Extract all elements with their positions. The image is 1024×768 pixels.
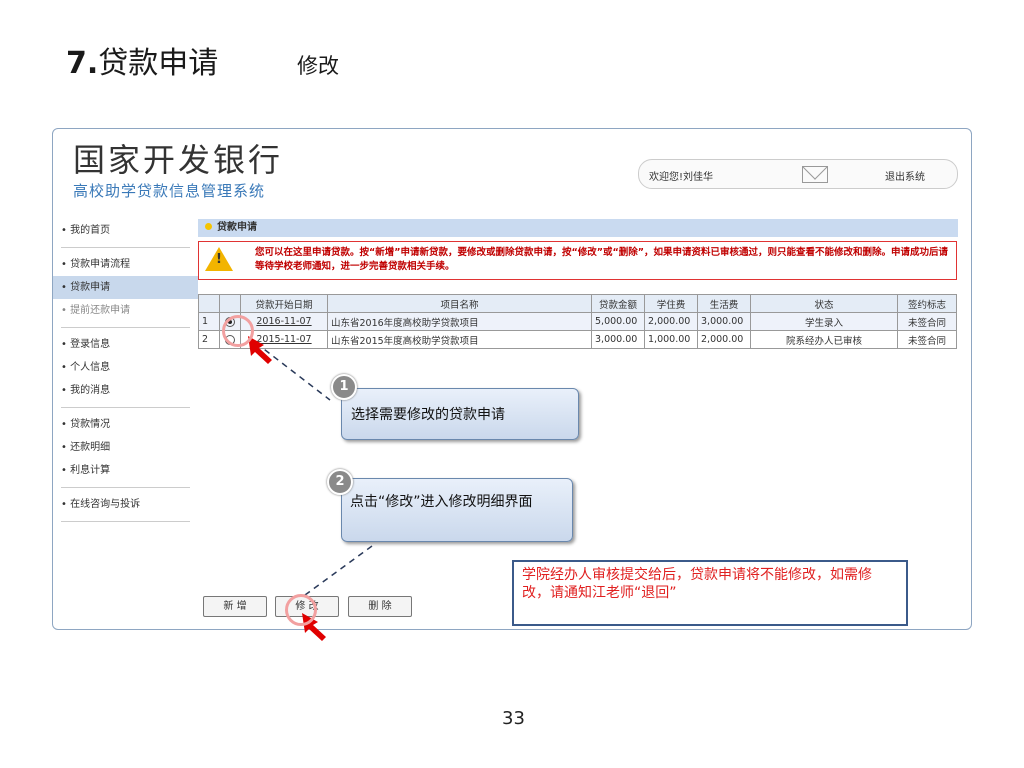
sidebar-divider: [61, 247, 190, 248]
sidebar: 我的首页 贷款申请流程 贷款申请 提前还款申请 登录信息 个人信息 我的消息 贷…: [53, 219, 198, 527]
sidebar-item-personal-info[interactable]: 个人信息: [53, 356, 198, 379]
column-header: [198, 294, 220, 313]
step1-callout: 选择需要修改的贷款申请: [341, 388, 579, 440]
notice-box: ! 您可以在这里申请贷款。按“新增”申请新贷款，要修改或删除贷款申请，按“修改”…: [198, 241, 957, 280]
sidebar-divider: [61, 407, 190, 408]
column-header: 状态: [750, 294, 898, 313]
dashed-connector: [255, 342, 331, 401]
dashed-connector: [304, 545, 373, 596]
column-header: 生活费: [697, 294, 751, 313]
sidebar-item-loan-process[interactable]: 贷款申请流程: [53, 253, 198, 276]
project-name: 山东省2015年度高校助学贷款项目: [327, 330, 592, 349]
step2-callout: 点击“修改”进入修改明细界面: [341, 478, 573, 542]
column-header: [219, 294, 241, 313]
bullet-icon: [205, 223, 212, 230]
sidebar-item-messages[interactable]: 我的消息: [53, 379, 198, 402]
table-row[interactable]: 1 2016-11-07 山东省2016年度高校助学贷款项目 5,000.00 …: [198, 312, 957, 331]
sidebar-item-repayment-detail[interactable]: 还款明细: [53, 436, 198, 459]
tuition-fee: 1,000.00: [644, 330, 698, 349]
table-header-row: 贷款开始日期 项目名称 贷款金额 学住费 生活费 状态 签约标志: [198, 294, 957, 313]
sidebar-item-login-info[interactable]: 登录信息: [53, 333, 198, 356]
breadcrumb-label: 贷款申请: [217, 222, 257, 233]
page-number: 33: [502, 708, 525, 729]
brand-logo: 国家开发银行 高校助学贷款信息管理系统: [73, 141, 284, 201]
warning-icon: !: [205, 247, 233, 271]
mail-icon[interactable]: [802, 166, 828, 183]
sidebar-item-loan-status[interactable]: 贷款情况: [53, 413, 198, 436]
sidebar-item-early-repayment[interactable]: 提前还款申请: [53, 299, 198, 322]
status-text: 学生录入: [750, 312, 898, 331]
brand-main-text: 国家开发银行: [73, 141, 284, 179]
red-arrow-cursor-icon: [248, 336, 272, 364]
red-notice-box: 学院经办人审核提交给后，贷款申请将不能修改，如需修改，请通知江老师“退回”: [512, 560, 908, 626]
slide-subtitle: 修改: [297, 54, 339, 78]
delete-button[interactable]: 删 除: [348, 596, 412, 617]
sidebar-item-loan-application[interactable]: 贷款申请: [53, 276, 198, 299]
logout-link[interactable]: 退出系统: [885, 172, 925, 183]
highlight-ring: [285, 594, 317, 626]
project-name: 山东省2016年度高校助学贷款项目: [327, 312, 592, 331]
loan-amount: 5,000.00: [591, 312, 645, 331]
column-header: 项目名称: [327, 294, 592, 313]
step1-badge: 1: [331, 374, 357, 400]
add-button[interactable]: 新 增: [203, 596, 267, 617]
slide-title-number: 7.: [66, 46, 99, 81]
highlight-ring: [222, 315, 254, 347]
sign-flag: 未签合同: [897, 312, 957, 331]
sidebar-divider: [61, 521, 190, 522]
step2-badge: 2: [327, 469, 353, 495]
step2-text: 点击“修改”进入修改明细界面: [350, 494, 533, 510]
slide-title-text: 贷款申请: [98, 46, 219, 81]
welcome-text: 欢迎您!刘佳华: [649, 172, 714, 183]
column-header: 贷款开始日期: [240, 294, 328, 313]
sidebar-divider: [61, 487, 190, 488]
sidebar-item-home[interactable]: 我的首页: [53, 219, 198, 242]
brand-sub-text: 高校助学贷款信息管理系统: [73, 182, 266, 201]
notice-text: 您可以在这里申请贷款。按“新增”申请新贷款，要修改或删除贷款申请，按“修改”或“…: [255, 247, 948, 272]
sidebar-item-online-consult[interactable]: 在线咨询与投诉: [53, 493, 198, 516]
sidebar-item-interest-calc[interactable]: 利息计算: [53, 459, 198, 482]
loan-date-link[interactable]: 2016-11-07: [240, 312, 328, 331]
sidebar-divider: [61, 327, 190, 328]
step1-text: 选择需要修改的贷款申请: [351, 407, 505, 423]
breadcrumb: 贷款申请: [198, 219, 958, 237]
loan-amount: 3,000.00: [591, 330, 645, 349]
sign-flag: 未签合同: [897, 330, 957, 349]
living-fee: 3,000.00: [697, 312, 751, 331]
slide-title: 7.贷款申请: [66, 38, 218, 82]
column-header: 签约标志: [897, 294, 957, 313]
user-bar: 欢迎您!刘佳华 退出系统: [638, 159, 958, 189]
